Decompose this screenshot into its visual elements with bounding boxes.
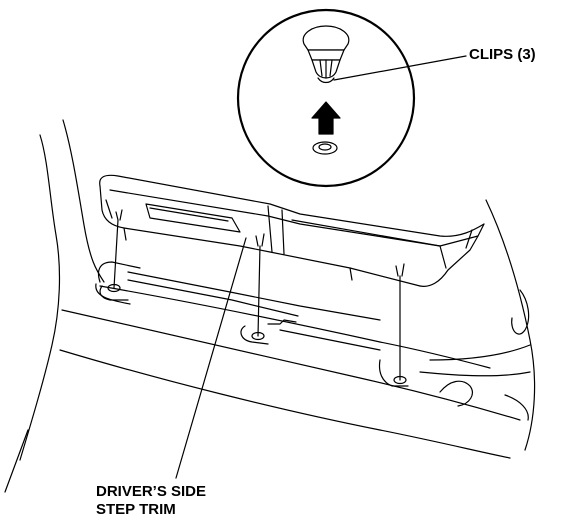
clips-label: CLIPS (3) bbox=[469, 46, 536, 63]
step-trim-label-line1: DRIVER’S SIDE bbox=[96, 483, 207, 500]
clip-icon bbox=[303, 26, 349, 83]
step-trim-panel bbox=[100, 175, 484, 286]
up-arrow-icon bbox=[312, 102, 340, 134]
step-trim-label-line2: STEP TRIM bbox=[96, 501, 176, 518]
door-pillar bbox=[5, 120, 104, 492]
vehicle-body bbox=[60, 200, 535, 458]
clip-alignment-lines bbox=[114, 220, 400, 380]
clip-detail-callout bbox=[238, 10, 466, 186]
mounting-bracket bbox=[100, 272, 408, 386]
detail-circle bbox=[238, 10, 414, 186]
clips-leader-line bbox=[334, 56, 466, 80]
trim-leader-line bbox=[176, 238, 246, 478]
detail-hole bbox=[313, 142, 337, 154]
